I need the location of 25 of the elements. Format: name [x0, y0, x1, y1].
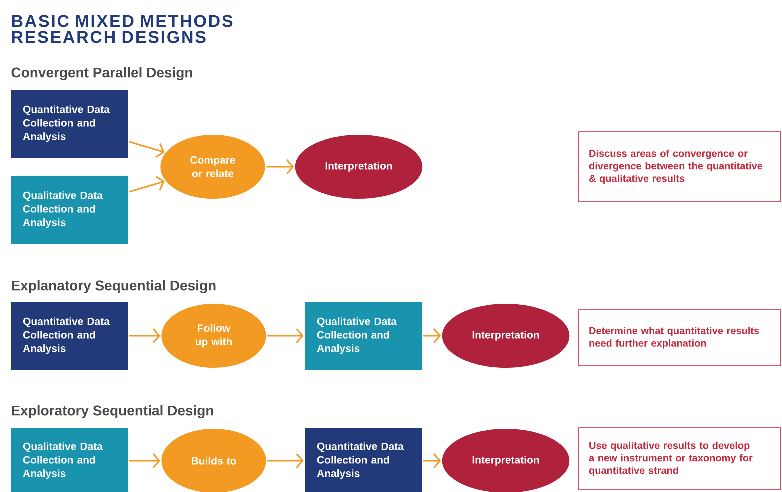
arrow [128, 141, 165, 158]
arrow [129, 328, 160, 344]
arrow [128, 176, 165, 193]
note-box: Use qualitative results to develop a new instrument or taxonomy for quantitative strand [578, 428, 782, 490]
process-oval: Compare or relate [160, 135, 266, 199]
arrow [423, 453, 442, 469]
interpretation-oval: Interpretation [442, 304, 570, 368]
process-box: Quantitative Data Collection and Analysis [11, 302, 128, 370]
arrow [423, 328, 442, 344]
arrow [268, 453, 304, 469]
title: BASIC MIXED METHODS RESEARCH DESIGNS [12, 15, 233, 44]
process-box: Qualitative Data Collection and Analysis [11, 428, 128, 492]
arrow [266, 159, 294, 175]
note-box: Discuss areas of convergence or divergence between the quantitative & qualitative results [578, 132, 782, 202]
arrow [129, 453, 160, 469]
process-box: Quantitative Data Collection and Analysis [305, 428, 422, 492]
process-box: Qualitative Data Collection and Analysis [305, 302, 422, 370]
section-heading: Explanatory Sequential Design [12, 280, 216, 294]
process-box: Quantitative Data Collection and Analysis [11, 90, 128, 158]
arrow [268, 328, 304, 344]
interpretation-oval: Interpretation [295, 135, 423, 199]
section-heading: Exploratory Sequential Design [12, 405, 214, 419]
process-oval: Follow up with [162, 304, 266, 368]
note-box: Determine what quantitative results need further explanation [578, 310, 782, 366]
process-box: Qualitative Data Collection and Analysis [11, 176, 128, 244]
